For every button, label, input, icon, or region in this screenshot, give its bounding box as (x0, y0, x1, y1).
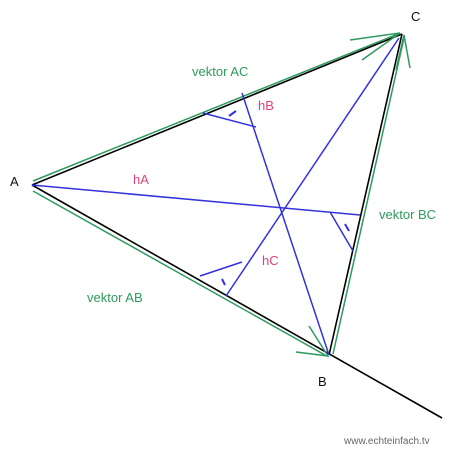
vertex-label-b: B (318, 374, 327, 389)
edge-ab-extended (31, 184, 443, 419)
vector-labels: vektor AC vektor BC vektor AB (87, 64, 436, 305)
vector-label-ab: vektor AB (87, 290, 143, 305)
vector-label-ac: vektor AC (192, 64, 248, 79)
right-angle-ha-dot (344, 223, 350, 232)
triangle-edges (31, 33, 443, 419)
vector-ac-arrowhead (349, 32, 401, 61)
vector-bc-arrowhead (395, 34, 411, 71)
height-labels: hA hB hC (133, 98, 279, 268)
height-hc-line (225, 37, 400, 297)
right-angle-hc-dot (221, 278, 226, 286)
height-hb-line (241, 92, 330, 356)
vectors (32, 32, 411, 357)
right-angle-hb-marker (202, 112, 257, 128)
vector-ac-line (32, 33, 399, 182)
edge-ac (31, 33, 403, 186)
vertex-labels: A B C (10, 9, 420, 389)
vertex-label-c: C (411, 9, 420, 24)
watermark-text: www.echteinfach.tv (343, 436, 430, 447)
vector-label-bc: vektor BC (379, 207, 436, 222)
height-lines (31, 37, 400, 356)
right-angle-ha-marker (329, 211, 354, 252)
right-angle-hb-dot (228, 110, 237, 117)
vector-bc-line (332, 37, 405, 355)
edge-bc (328, 33, 403, 356)
height-label-hc: hC (262, 253, 279, 268)
height-label-hb: hB (258, 98, 274, 113)
vector-ab-line (32, 190, 326, 356)
vector-ab-arrowhead (295, 325, 330, 357)
height-label-ha: hA (133, 172, 149, 187)
height-ha-line (31, 184, 361, 216)
vertex-label-a: A (10, 174, 19, 189)
right-angle-hc-marker (199, 261, 243, 277)
